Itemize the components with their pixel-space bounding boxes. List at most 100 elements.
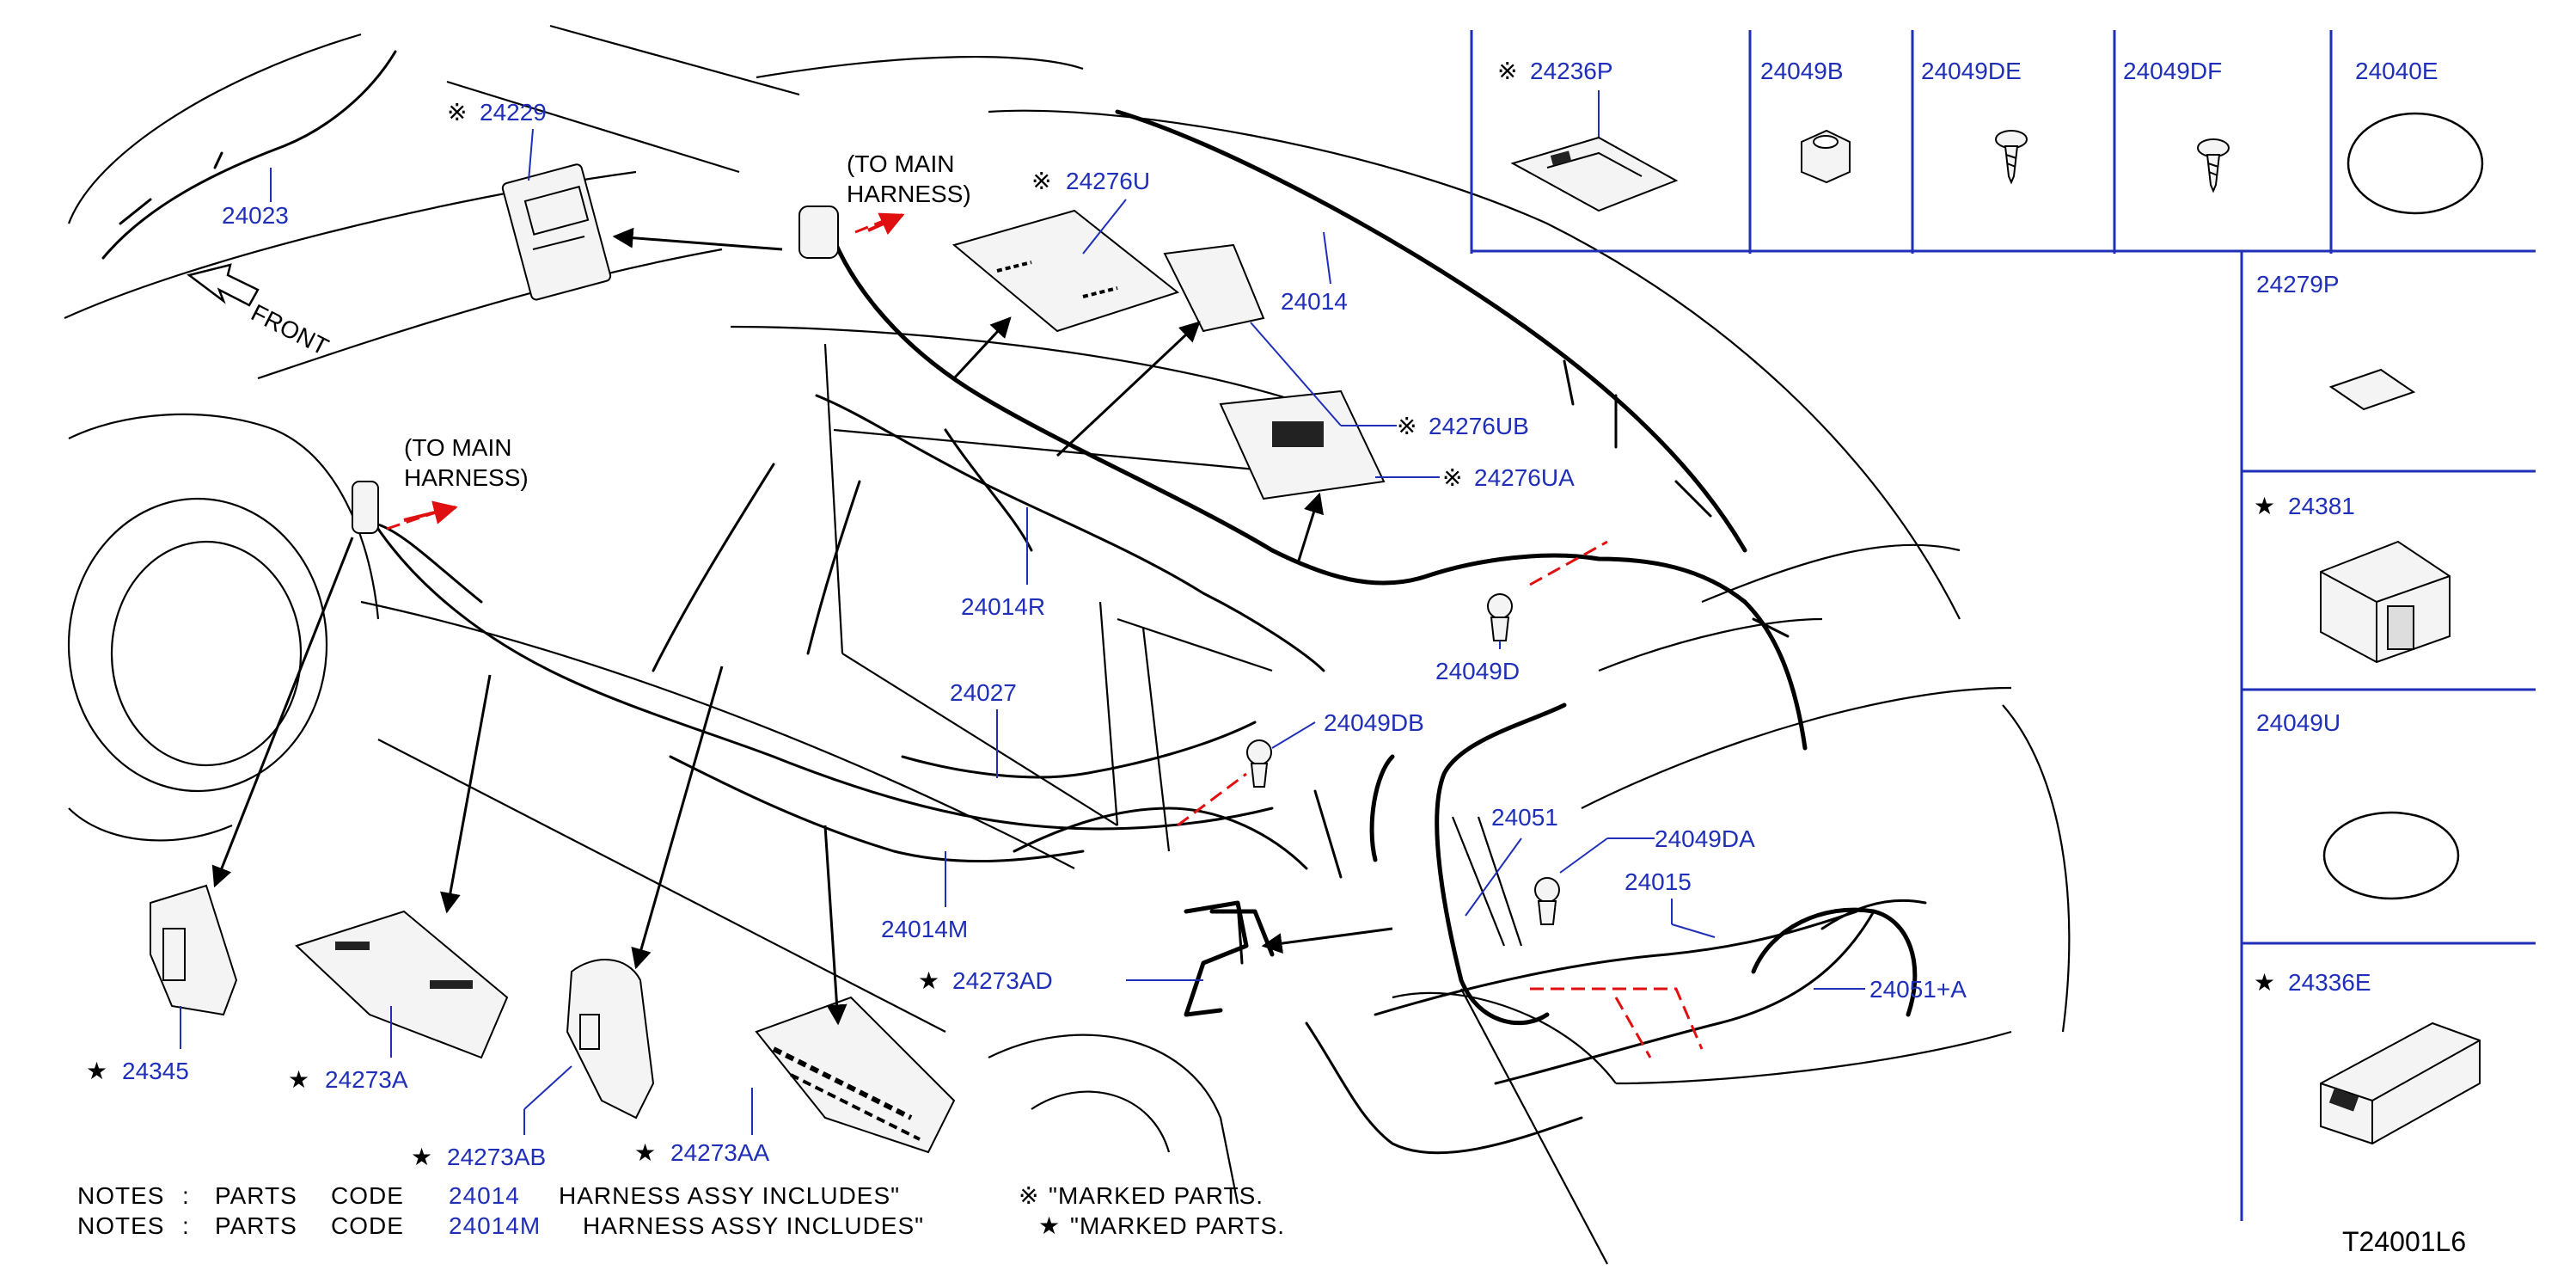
panel-cell-24049de: 24049DE — [1921, 58, 2028, 185]
label-24229: 24229 — [480, 99, 547, 126]
star-mark-24336e: ★ — [2254, 968, 2275, 997]
panel-cell-24381: ★ 24381 — [2254, 492, 2451, 664]
panel-label-24279p: 24279P — [2256, 271, 2340, 298]
panel-label-24049de: 24049DE — [1921, 58, 2022, 84]
note1-code: CODE — [331, 1182, 404, 1209]
part-24276U-pad — [951, 209, 1180, 333]
ref-mark-24276ub: ※ — [1397, 412, 1416, 440]
label-24276u: 24276U — [1066, 168, 1150, 194]
ref-mark-24229: ※ — [447, 98, 467, 126]
label-24049db: 24049DB — [1324, 709, 1424, 736]
harness-24023 — [101, 50, 397, 260]
front-label: FRONT — [247, 299, 333, 360]
star-mark-24273aa: ★ — [634, 1138, 656, 1167]
harness-24027 — [901, 721, 1257, 779]
note1-colon: : — [182, 1182, 190, 1209]
connector-to-main-left — [352, 481, 379, 534]
label-24014r: 24014R — [961, 593, 1045, 620]
note2-mark: ★ — [1038, 1212, 1060, 1240]
note1-parts: PARTS — [215, 1182, 297, 1209]
panel-label-24236p: 24236P — [1530, 58, 1613, 84]
note1-number: 24014 — [449, 1182, 520, 1209]
part-24276UB-bracket — [1163, 243, 1265, 333]
panel-cell-24040e: 24040E — [2347, 58, 2484, 215]
connector-to-main-top — [798, 206, 839, 259]
harness-24014 — [823, 109, 1808, 751]
note1-text: HARNESS ASSY INCLUDES" — [559, 1182, 900, 1209]
exploded-view-arrows — [211, 212, 1393, 1026]
notes: NOTES : PARTS CODE 24014 HARNESS ASSY IN… — [77, 1181, 1285, 1240]
panel-cell-24049df: 24049DF — [2123, 58, 2230, 193]
star-mark-24273ad: ★ — [918, 966, 939, 995]
ref-mark-24276ua: ※ — [1442, 463, 1462, 492]
clip-24049D — [1487, 593, 1513, 641]
panel-label-24040e: 24040E — [2355, 58, 2438, 84]
harness-24014R — [368, 394, 1325, 831]
note2-colon: : — [182, 1212, 190, 1239]
label-24014m: 24014M — [881, 916, 968, 942]
harness-24015 — [1305, 910, 1875, 1155]
part-24273AA-module — [755, 996, 956, 1154]
note1-notes: NOTES — [77, 1182, 164, 1209]
to-main-harness-1-line1: (TO MAIN — [847, 150, 954, 177]
label-24051a: 24051+A — [1869, 976, 1967, 1003]
to-main-harness-1-line2: HARNESS) — [847, 181, 971, 207]
panel-cell-24336e: ★ 24336E — [2254, 968, 2481, 1145]
clip-24049DA — [1534, 877, 1560, 925]
panel-label-24049df: 24049DF — [2123, 58, 2222, 84]
part-24276UA-box — [1219, 390, 1386, 500]
label-24276ub: 24276UB — [1429, 413, 1529, 439]
label-24014: 24014 — [1281, 288, 1348, 315]
clip-24049DB — [1246, 739, 1272, 788]
note2-parts: PARTS — [215, 1212, 297, 1239]
panel-label-24049b: 24049B — [1760, 58, 1844, 84]
part-24273AB-bracket — [566, 959, 655, 1120]
panel-cell-24236p: ※ 24236P — [1497, 57, 1679, 212]
star-mark-24273ab: ★ — [411, 1143, 432, 1171]
parts-panel: ※ 24236P 24049B 24049DE 24049DF — [1470, 30, 2536, 1221]
label-24276ua: 24276UA — [1474, 464, 1575, 491]
callout-labels: (TO MAIN HARNESS) (TO MAIN HARNESS) — [404, 150, 971, 491]
star-mark-24273a: ★ — [288, 1065, 309, 1094]
star-mark-24381: ★ — [2254, 492, 2275, 520]
panel-cell-24049b: 24049B — [1760, 58, 1851, 184]
vehicle-body-outline — [64, 24, 2071, 1265]
note2-text: HARNESS ASSY INCLUDES" — [583, 1212, 924, 1239]
label-24051: 24051 — [1491, 804, 1558, 831]
label-24027: 24027 — [950, 679, 1017, 706]
label-24273aa: 24273AA — [670, 1139, 770, 1166]
ref-mark-24236p: ※ — [1497, 57, 1517, 85]
panel-cell-24279p: 24279P — [2256, 271, 2416, 411]
panel-label-24381: 24381 — [2288, 493, 2355, 519]
part-labels: 24023 ※ 24229 ※ 24276U 24014 ※ 24276UB ※… — [86, 98, 1967, 1171]
note2-notes: NOTES — [77, 1212, 164, 1239]
ref-mark-24276u: ※ — [1031, 167, 1051, 195]
note1-mark: ※ — [1019, 1181, 1038, 1210]
label-24049d: 24049D — [1435, 658, 1520, 684]
panel-cell-24049u: 24049U — [2256, 709, 2460, 900]
harness-24051 — [1313, 702, 1567, 1026]
front-direction-arrow: FRONT — [187, 263, 333, 360]
part-24345-bracket — [150, 884, 238, 1016]
note2-number: 24014M — [449, 1212, 541, 1239]
part-24273A-pad — [295, 910, 509, 1059]
to-main-harness-2-line2: HARNESS) — [404, 464, 529, 491]
part-24229-module — [501, 163, 612, 301]
to-main-harness-2-line1: (TO MAIN — [404, 434, 511, 461]
note2-code: CODE — [331, 1212, 404, 1239]
diagram-id: T24001L6 — [2342, 1226, 2466, 1257]
label-24273a: 24273A — [325, 1066, 408, 1093]
label-24345: 24345 — [122, 1058, 189, 1084]
note2-marked: "MARKED PARTS. — [1070, 1212, 1285, 1239]
label-24023: 24023 — [222, 202, 289, 229]
harness-24014M — [669, 755, 1308, 870]
part-24273AD-bracket — [1184, 900, 1275, 1017]
label-24015: 24015 — [1625, 868, 1692, 895]
label-24273ad: 24273AD — [952, 967, 1053, 994]
label-24273ab: 24273AB — [447, 1144, 546, 1170]
panel-label-24336e: 24336E — [2288, 969, 2371, 996]
label-24049da: 24049DA — [1655, 825, 1755, 852]
star-mark-24345: ★ — [86, 1057, 107, 1085]
note1-marked: "MARKED PARTS. — [1049, 1182, 1264, 1209]
